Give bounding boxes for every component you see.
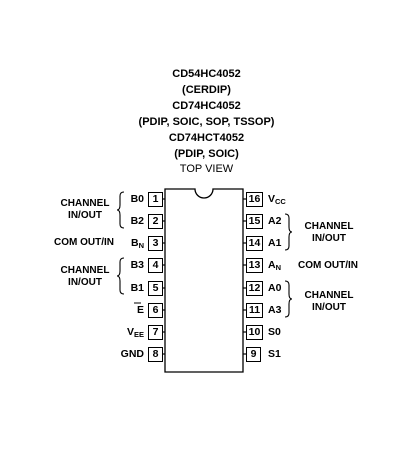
header-line-2: (CERDIP)	[182, 84, 231, 96]
package-header: CD54HC4052 (CERDIP) CD74HC4052 (PDIP, SO…	[0, 66, 413, 176]
header-line-3: CD74HC4052	[172, 100, 241, 112]
pin-name-an: AN	[268, 259, 282, 272]
brace-left-bottom	[116, 257, 125, 295]
pin-name-a2: A2	[268, 215, 282, 227]
right-top-group-line-1: CHANNEL	[304, 221, 354, 232]
left-bottom-group-line-1: CHANNEL	[60, 265, 110, 276]
pin-number-10: 10	[246, 325, 263, 340]
pin-number-6: 6	[148, 303, 163, 318]
pin-name-b0: B0	[130, 193, 144, 205]
pin-name-e-bar: E	[136, 304, 144, 316]
left-top-group-label: CHANNEL IN/OUT	[56, 198, 114, 222]
pin-number-16: 16	[246, 192, 263, 207]
pin-name-gnd: GND	[120, 348, 144, 360]
pin-number-5: 5	[148, 281, 163, 296]
left-bottom-group-label: CHANNEL IN/OUT	[56, 265, 114, 289]
right-com-label: COM OUT/IN	[298, 260, 358, 271]
pin-number-12: 12	[246, 281, 263, 296]
left-com-label: COM OUT/IN	[54, 237, 114, 248]
pin-number-11: 11	[246, 303, 263, 318]
pin-name-b3: B3	[130, 259, 144, 271]
left-bottom-group-line-2: IN/OUT	[68, 277, 102, 288]
right-pin-leads	[243, 198, 246, 355]
pin-name-vcc: VCC	[268, 193, 286, 206]
pin-number-15: 15	[246, 214, 263, 229]
pin-number-3: 3	[148, 236, 163, 251]
pin-name-b2: B2	[130, 215, 144, 227]
pin-name-b1: B1	[130, 282, 144, 294]
pin-number-1: 1	[148, 192, 163, 207]
pin-number-2: 2	[148, 214, 163, 229]
pin-number-7: 7	[148, 325, 163, 340]
brace-right-bottom	[284, 280, 293, 318]
left-pin-leads	[163, 198, 165, 355]
right-top-group-line-2: IN/OUT	[312, 233, 346, 244]
left-top-group-line-1: CHANNEL	[60, 198, 110, 209]
pin-name-a3: A3	[268, 304, 282, 316]
pin-name-bn: BN	[130, 237, 144, 250]
header-line-5: CD74HCT4052	[168, 132, 245, 144]
header-line-1: CD54HC4052	[172, 68, 241, 80]
right-top-group-label: CHANNEL IN/OUT	[298, 221, 360, 245]
pin-name-s0: S0	[268, 326, 281, 338]
ic-body	[164, 188, 244, 373]
pin-name-a1: A1	[268, 237, 282, 249]
pin-name-a0: A0	[268, 282, 282, 294]
pin-name-s1: S1	[268, 348, 281, 360]
brace-right-top	[284, 213, 293, 251]
right-bottom-group-line-1: CHANNEL	[304, 290, 354, 301]
pin-number-8: 8	[148, 347, 163, 362]
right-bottom-group-label: CHANNEL IN/OUT	[298, 290, 360, 314]
pin-number-14: 14	[246, 236, 263, 251]
left-top-group-line-2: IN/OUT	[68, 210, 102, 221]
pin-number-13: 13	[246, 258, 263, 273]
header-line-6: (PDIP, SOIC)	[174, 148, 239, 160]
brace-left-top	[116, 191, 125, 229]
pin-number-4: 4	[148, 258, 163, 273]
pin-name-vee: VEE	[126, 326, 144, 339]
pin-number-9: 9	[246, 347, 261, 362]
top-view-label: TOP VIEW	[179, 163, 234, 175]
header-line-4: (PDIP, SOIC, SOP, TSSOP)	[138, 116, 275, 128]
right-bottom-group-line-2: IN/OUT	[312, 302, 346, 313]
